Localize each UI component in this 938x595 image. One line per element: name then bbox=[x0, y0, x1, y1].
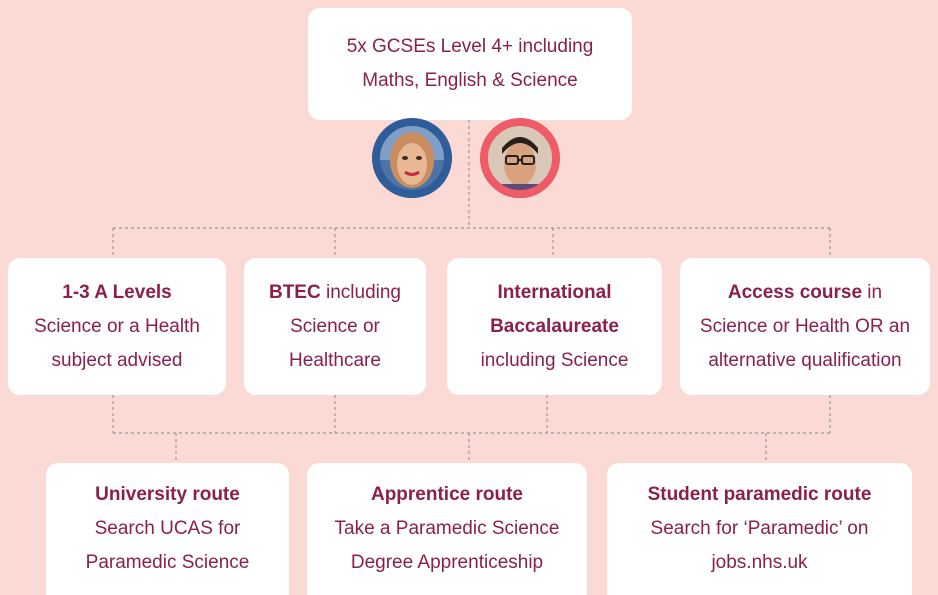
qualification-line: subject advised bbox=[51, 349, 183, 371]
qualification-heading: BTEC including bbox=[268, 281, 401, 303]
qualification-line: Healthcare bbox=[289, 349, 381, 371]
qualification-line: alternative qualification bbox=[708, 349, 902, 371]
requirements-line-2: Maths, English & Science bbox=[362, 70, 578, 91]
qualification-heading: 1-3 A Levels bbox=[62, 281, 172, 303]
qualification-card-ib: International Baccalaureate including Sc… bbox=[447, 258, 662, 395]
qualification-line: including Science bbox=[480, 349, 629, 371]
qualification-line: Baccalaureate bbox=[490, 315, 619, 337]
route-line: Degree Apprenticeship bbox=[350, 552, 544, 573]
route-line: jobs.nhs.uk bbox=[711, 552, 808, 573]
route-title: Student paramedic route bbox=[647, 484, 872, 505]
qualification-card-btec: BTEC including Science or Healthcare bbox=[244, 258, 426, 395]
male-student-avatar bbox=[480, 118, 560, 198]
route-title: Apprentice route bbox=[370, 484, 524, 505]
route-line: Paramedic Science bbox=[85, 552, 250, 573]
route-line: Search UCAS for bbox=[94, 518, 241, 539]
qualification-line: Science or a Health bbox=[34, 315, 200, 337]
route-line: Search for ‘Paramedic’ on bbox=[650, 518, 869, 539]
route-card-university: University route Search UCAS for Paramed… bbox=[46, 463, 289, 595]
requirements-line-1: 5x GCSEs Level 4+ including bbox=[346, 36, 594, 57]
qualification-line: Science or Health OR an bbox=[699, 315, 911, 337]
qualification-heading: International bbox=[497, 281, 612, 303]
qualification-heading: Access course in bbox=[727, 281, 883, 303]
qualification-card-a-levels: 1-3 A Levels Science or a Health subject… bbox=[8, 258, 226, 395]
requirements-card: 5x GCSEs Level 4+ including Maths, Engli… bbox=[308, 8, 632, 120]
qualification-card-access-course: Access course in Science or Health OR an… bbox=[680, 258, 930, 395]
route-card-apprentice: Apprentice route Take a Paramedic Scienc… bbox=[307, 463, 587, 595]
female-student-avatar bbox=[372, 118, 452, 198]
qualification-line: Science or bbox=[290, 315, 380, 337]
route-title: University route bbox=[95, 484, 240, 505]
route-line: Take a Paramedic Science bbox=[334, 518, 560, 539]
route-card-student-paramedic: Student paramedic route Search for ‘Para… bbox=[607, 463, 912, 595]
